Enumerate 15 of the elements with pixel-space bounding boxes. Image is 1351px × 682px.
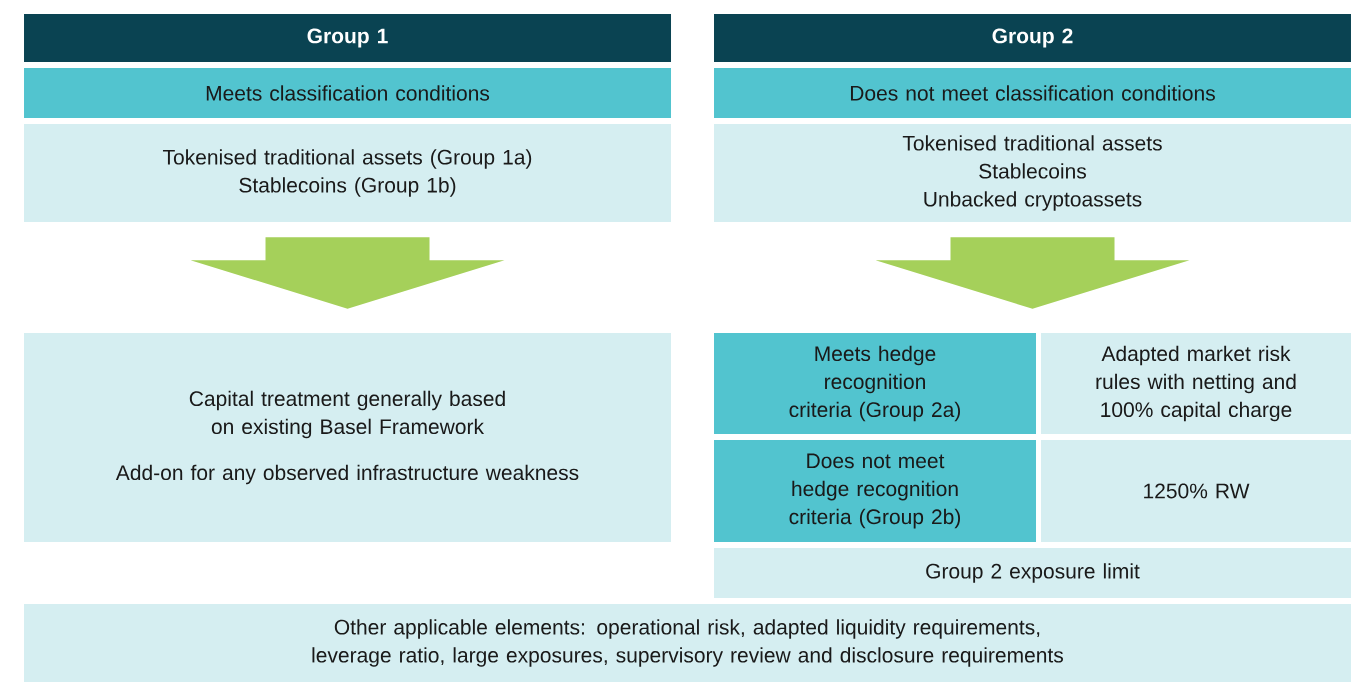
text-box: Tokenised traditional assets (Group 1a) Stablecoins (Group 1b) — [24, 124, 671, 222]
text-box: Adapted market risk rules with netting and 100% capital charge — [1041, 333, 1351, 434]
block-arrow — [875, 237, 1190, 309]
section-bar: Meets classification conditions — [24, 68, 671, 118]
text-box: Other applicable elements: operational risk, adapted liquidity requirements, leverage ratio, large exposures, supervisory review and disclosure requirements — [24, 604, 1351, 682]
header-bar: Group 1 — [24, 14, 671, 62]
text-box: 1250% RW — [1041, 440, 1351, 542]
text-box: Capital treatment generally based on existing Basel Framework Add-on for any observed infrastructure weakness — [24, 333, 671, 542]
block-arrow — [190, 237, 505, 309]
text-box: Group 2 exposure limit — [714, 548, 1351, 598]
criteria-box: Does not meet hedge recognition criteria (Group 2b) — [714, 440, 1036, 542]
criteria-box: Meets hedge recognition criteria (Group 2a) — [714, 333, 1036, 434]
text-box: Tokenised traditional assets Stablecoins Unbacked cryptoassets — [714, 124, 1351, 222]
header-bar: Group 2 — [714, 14, 1351, 62]
section-bar: Does not meet classification conditions — [714, 68, 1351, 118]
